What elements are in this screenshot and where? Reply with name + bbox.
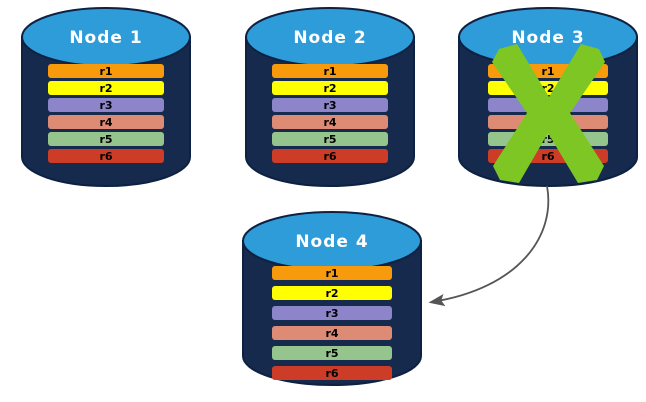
node-1-row-r3-label: r3 bbox=[99, 99, 112, 112]
node-2-row-r5-label: r5 bbox=[323, 133, 336, 146]
node-4-rows: r1 r2 r3 r4 r5 r6 bbox=[272, 266, 392, 380]
node-2-row-r4-label: r4 bbox=[323, 116, 336, 129]
node-2-row-r3 bbox=[272, 98, 388, 112]
failure-cross-icon bbox=[492, 44, 605, 183]
node-1-row-r1 bbox=[48, 64, 164, 78]
node-3[interactable]: Node 3 r1 r2 r3 r4 r5 r6 bbox=[458, 7, 638, 187]
node-2-row-r5 bbox=[272, 132, 388, 146]
node-1-row-r6-label: r6 bbox=[99, 150, 112, 163]
node-1-row-r5-label: r5 bbox=[99, 133, 112, 146]
failure-cross-shape bbox=[492, 44, 605, 183]
node-2-row-r2-label: r2 bbox=[323, 82, 336, 95]
node-4-row-r3 bbox=[272, 306, 392, 320]
failover-arrow bbox=[428, 185, 550, 307]
node-3-row-r1-label: r1 bbox=[541, 65, 554, 78]
node-1-rows: r1 r2 r3 r4 r5 r6 bbox=[48, 64, 164, 163]
node-4-title: Node 4 bbox=[295, 232, 368, 252]
node-1-title: Node 1 bbox=[69, 28, 142, 48]
node-4-row-r5 bbox=[272, 346, 392, 360]
node-1-row-r3 bbox=[48, 98, 164, 112]
node-1-row-r4 bbox=[48, 115, 164, 129]
node-4-row-r4-label: r4 bbox=[325, 327, 338, 340]
node-4-row-r6-label: r6 bbox=[325, 367, 338, 380]
node-2-row-r3-label: r3 bbox=[323, 99, 336, 112]
node-4-row-r1 bbox=[272, 266, 392, 280]
node-3-title: Node 3 bbox=[511, 28, 584, 48]
node-4-row-r5-label: r5 bbox=[325, 347, 338, 360]
node-2-row-r4 bbox=[272, 115, 388, 129]
node-4-row-r2 bbox=[272, 286, 392, 300]
node-2-row-r2 bbox=[272, 81, 388, 95]
node-1-row-r2-label: r2 bbox=[99, 82, 112, 95]
node-2-title: Node 2 bbox=[293, 28, 366, 48]
node-1-row-r1-label: r1 bbox=[99, 65, 112, 78]
node-1-row-r5 bbox=[48, 132, 164, 146]
node-1[interactable]: Node 1 r1 r2 r3 r4 r5 r6 bbox=[21, 7, 191, 187]
node-1-row-r2 bbox=[48, 81, 164, 95]
node-4-row-r6 bbox=[272, 366, 392, 380]
node-2-row-r6-label: r6 bbox=[323, 150, 336, 163]
node-4-row-r2-label: r2 bbox=[325, 287, 338, 300]
node-3-row-r6-label: r6 bbox=[541, 150, 554, 163]
node-4[interactable]: Node 4 r1 r2 r3 r4 r5 r6 bbox=[242, 211, 422, 386]
node-4-row-r1-label: r1 bbox=[325, 267, 338, 280]
node-4-row-r4 bbox=[272, 326, 392, 340]
node-1-row-r6 bbox=[48, 149, 164, 163]
node-4-row-r3-label: r3 bbox=[325, 307, 338, 320]
node-2-row-r1 bbox=[272, 64, 388, 78]
node-2-row-r1-label: r1 bbox=[323, 65, 336, 78]
node-2[interactable]: Node 2 r1 r2 r3 r4 r5 r6 bbox=[245, 7, 415, 187]
node-2-rows: r1 r2 r3 r4 r5 r6 bbox=[272, 64, 388, 163]
node-1-row-r4-label: r4 bbox=[99, 116, 112, 129]
node-2-row-r6 bbox=[272, 149, 388, 163]
